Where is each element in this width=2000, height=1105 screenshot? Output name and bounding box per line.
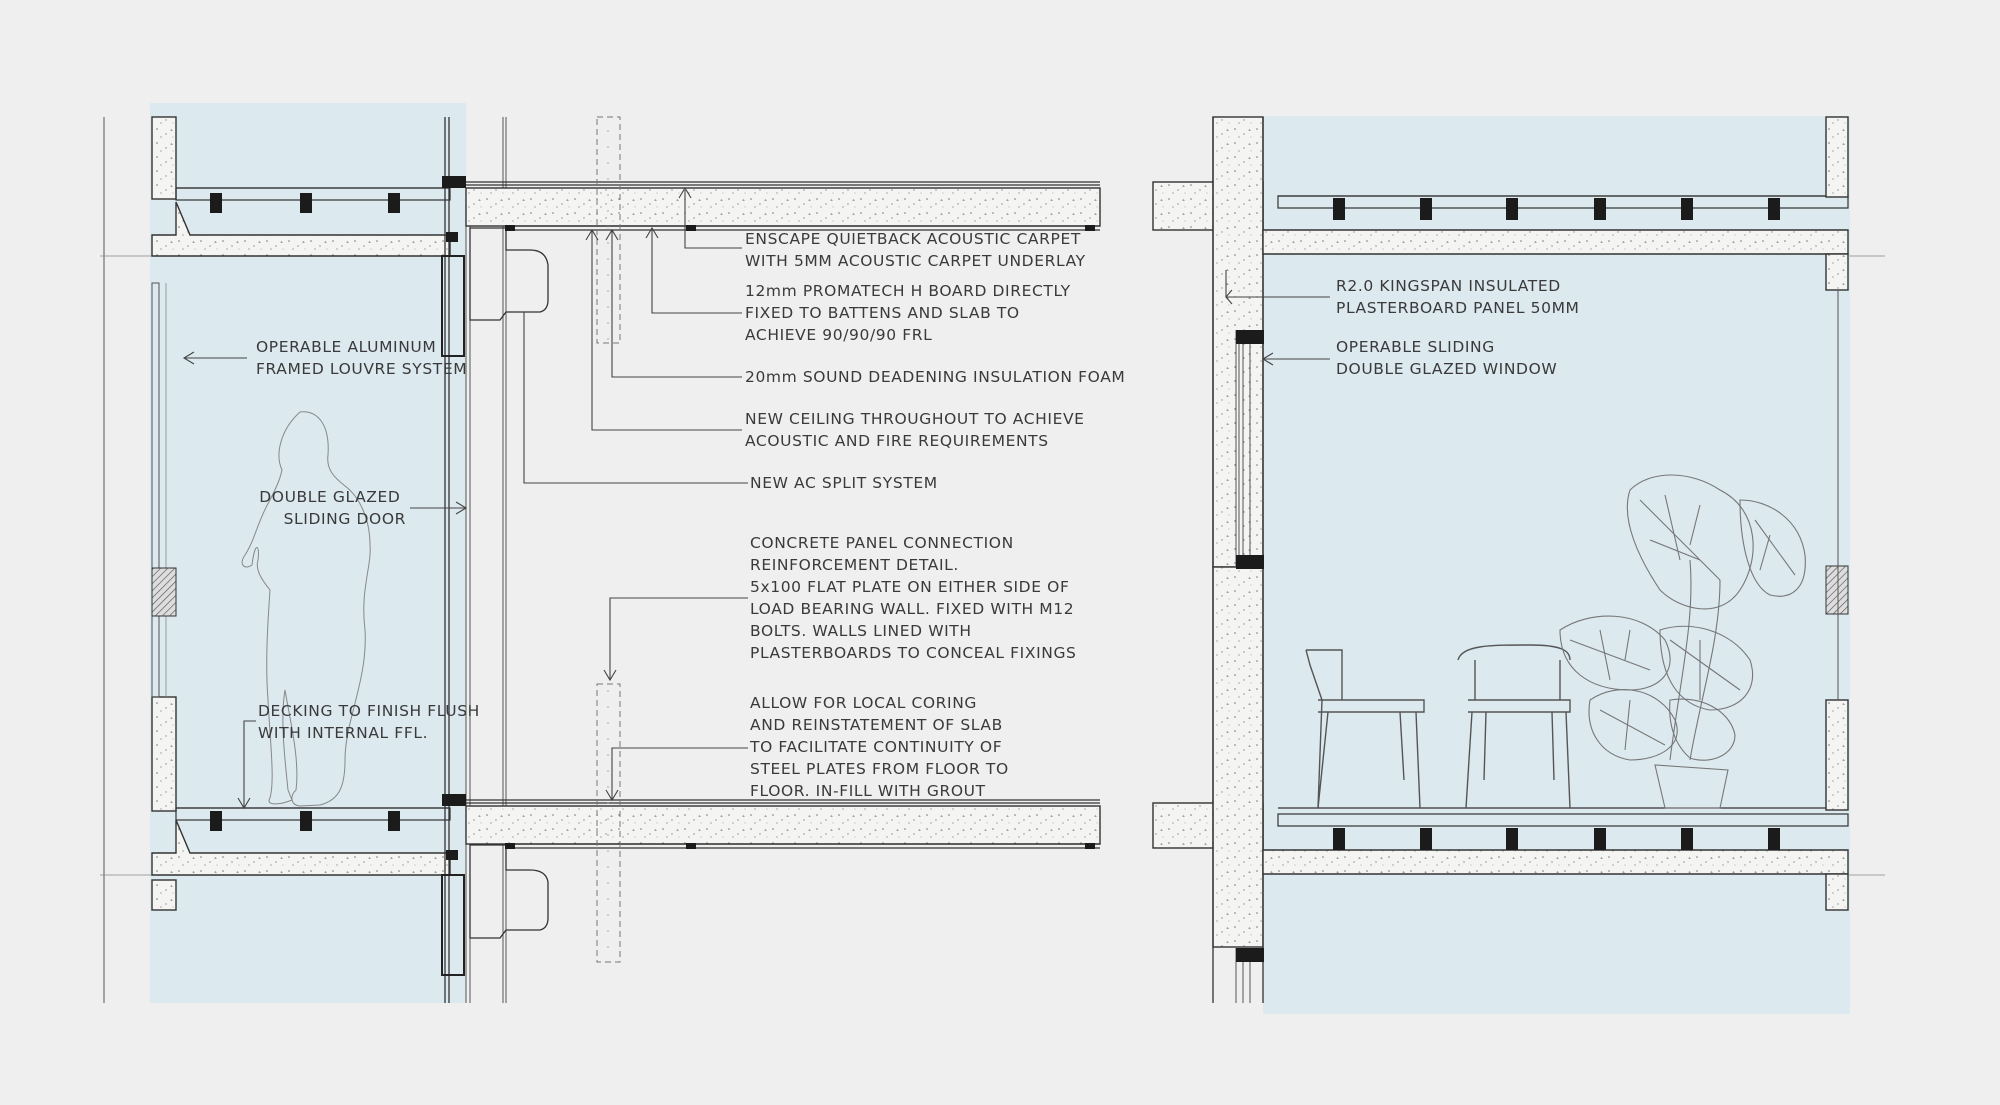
leader-lines [182,186,1330,810]
label-sliding-door: DOUBLE GLAZED SLIDING DOOR [259,488,406,528]
label-promatech: 12mm PROMATECH H BOARD DIRECTLY FIXED TO… [745,282,1076,344]
left-floor-pedestals [210,193,400,831]
label-window: OPERABLE SLIDING DOUBLE GLAZED WINDOW [1336,338,1557,378]
chair-illustration-1 [1305,649,1425,809]
label-kingspan: R2.0 KINGSPAN INSULATED PLASTERBOARD PAN… [1336,277,1580,317]
label-louvre: OPERABLE ALUMINUM FRAMED LOUVRE SYSTEM [256,338,467,378]
person-outline [241,411,371,807]
left-wall-section [100,116,549,1003]
label-carpet: ENSCAPE QUIETBACK ACOUSTIC CARPET WITH 5… [745,230,1086,270]
label-foam: 20mm SOUND DEADENING INSULATION FOAM [745,368,1125,386]
label-ceiling: NEW CEILING THROUGHOUT TO ACHIEVE ACOUST… [745,410,1090,450]
label-decking: DECKING TO FINISH FLUSH WITH INTERNAL FF… [258,702,485,742]
label-connection: CONCRETE PANEL CONNECTION REINFORCEMENT … [750,534,1080,662]
annotation-labels: OPERABLE ALUMINUM FRAMED LOUVRE SYSTEM D… [256,230,1580,800]
label-coring: ALLOW FOR LOCAL CORING AND REINSTATEMENT… [749,694,1014,800]
right-wall-section [1152,116,1885,1003]
chair-illustration-2 [1457,644,1571,809]
plant-illustration [1559,474,1806,809]
label-ac: NEW AC SPLIT SYSTEM [750,474,938,492]
center-slab-section [465,116,1101,963]
